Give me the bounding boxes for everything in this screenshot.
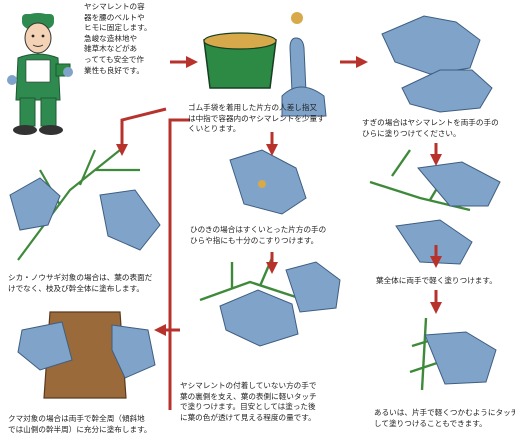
container-illustration bbox=[204, 33, 276, 88]
cedar-alt-illustration bbox=[410, 318, 496, 390]
step-cypress-spread-text: ヤシマレントの付着していない方の手で 葉の裏側を支え、葉の表側に軽いタッチ で塗… bbox=[180, 381, 317, 423]
deer-branch-illustration bbox=[10, 150, 160, 260]
bear-trunk-illustration bbox=[18, 312, 155, 398]
step-cypress-grab-text: ひのきの場合はすくいとった片方の手の ひらや指にも十分のこすりつけます。 bbox=[190, 225, 326, 246]
arrow-to-deer bbox=[122, 109, 166, 150]
hands-rubbing-illustration bbox=[382, 16, 492, 112]
step-cedar-whole-text: 葉全体に両手で軽く塗りつけます。 bbox=[376, 276, 497, 287]
step-worker-text: ヤシマレントの容 器を腰のベルトや ヒモに固定します。 急峻な造林地や 雑草木な… bbox=[84, 2, 152, 76]
step-deer-text: シカ・ノウサギ対象の場合は、葉の表面だ けでなく、枝及び幹全体に塗布します。 bbox=[8, 273, 152, 294]
cypress-hand-illustration bbox=[230, 150, 306, 214]
step-cedar-alt-text: あるいは、片手で軽くつかむようにタッチ して塗りつけることもできます。 bbox=[374, 408, 515, 429]
arrow-to-bear bbox=[170, 120, 190, 410]
step-cedar-both-text: すぎの場合はヤシマレントを両手の手の ひらに塗りつけてください。 bbox=[362, 118, 499, 139]
worker-figure bbox=[7, 13, 73, 135]
finger-illustration bbox=[282, 12, 326, 116]
step-bear-text: クマ対象の場合は両手で幹全周（傾斜地 では山側の幹半周）に充分に塗布します。 bbox=[8, 414, 152, 435]
step-dip-text: ゴム手袋を着用した片方の人差し指又 は中指で容器内のヤシマレントを少量す くいと… bbox=[188, 103, 325, 135]
cypress-spread-illustration bbox=[200, 258, 340, 346]
